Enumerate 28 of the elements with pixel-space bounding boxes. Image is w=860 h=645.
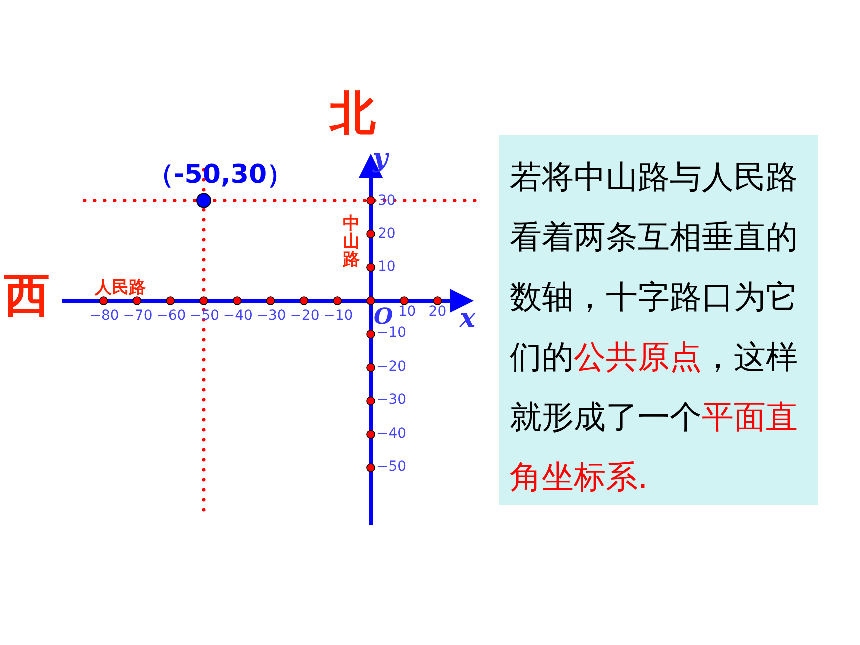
tick-label: −80 (90, 309, 120, 323)
direction-label: 北 (330, 90, 376, 136)
origin-label: O (374, 306, 394, 328)
tick-label: −40 (377, 426, 407, 441)
coordinate-label: （-50,30） (148, 162, 294, 188)
tick-label: 20 (428, 305, 447, 319)
tick-label: 10 (398, 305, 416, 319)
tick-label: −30 (377, 393, 407, 408)
tick-label: 30 (378, 194, 396, 208)
tick-label: −20 (290, 309, 320, 323)
axis-label: y (373, 146, 388, 172)
tick-label: −50 (190, 309, 220, 323)
tick-label: −70 (123, 309, 153, 323)
axis-label: x (460, 306, 476, 332)
tick-label: −10 (377, 326, 407, 340)
tick-label: −40 (223, 309, 253, 323)
text-card (499, 135, 818, 505)
tick-label: −10 (324, 309, 354, 323)
description-text: 若将中山路与人民路看着两条互相垂直的数轴，十字路口为它们的公共原点，这样就形成了一个平面直角坐标系. (510, 157, 799, 498)
tick-label: 20 (378, 227, 396, 241)
tick-label: 10 (378, 260, 396, 274)
tick-label: −20 (377, 360, 407, 374)
tick-label: −30 (256, 309, 286, 323)
direction-label: 西 (4, 272, 50, 318)
tick-label: −50 (377, 460, 407, 474)
tick-label: −60 (156, 309, 186, 323)
road-label: 中山路 (343, 216, 361, 270)
road-label: 人民路 (95, 280, 146, 297)
